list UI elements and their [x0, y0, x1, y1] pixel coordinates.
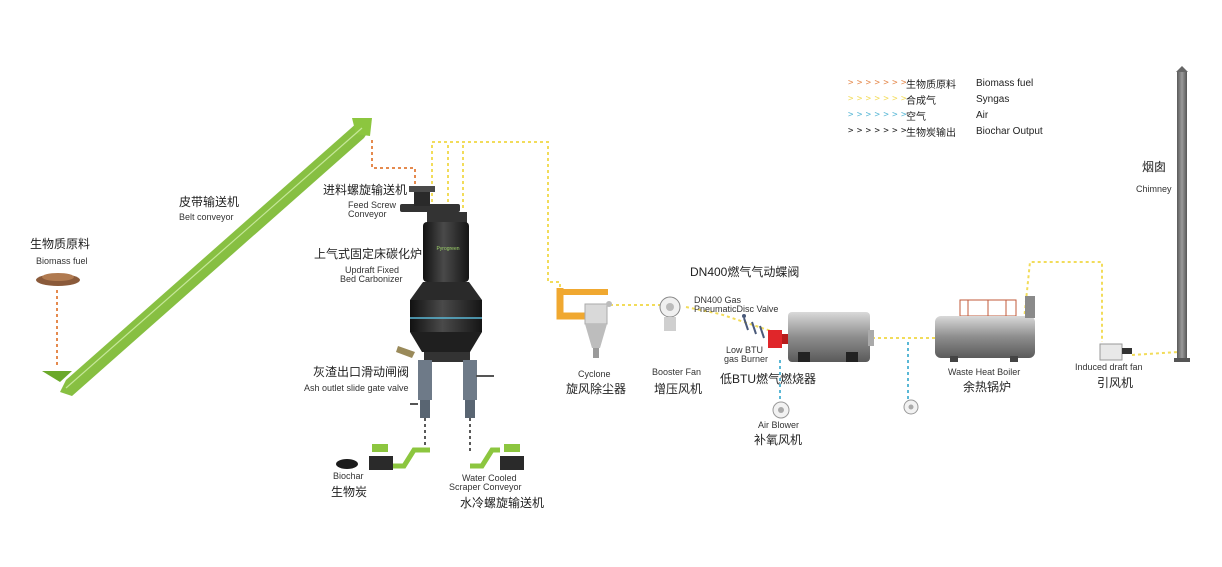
cyclone-label-zh: 旋风除尘器 [566, 382, 627, 396]
feed-hopper-icon [42, 371, 72, 382]
legend-item-air: > > > > > > > 空气 Air [848, 108, 989, 123]
legend-arrows-syngas: > > > > > > > [848, 94, 906, 104]
legend-item-biomass: > > > > > > > 生物质原料 Biomass fuel [848, 76, 1034, 91]
burner-label-en-2: gas Burner [724, 354, 769, 364]
boiler-label-zh: 余热锅炉 [963, 380, 1012, 394]
feed-screw-label-zh: 进料螺旋输送机 [323, 183, 408, 197]
legend-item-biochar: > > > > > > > 生物炭输出 Biochar Output [848, 124, 1043, 139]
induced-draft-fan-icon [1099, 343, 1132, 361]
chimney-icon [1174, 66, 1190, 362]
burner-label-zh: 低BTU燃气燃烧器 [720, 372, 817, 386]
cyclone-label-en: Cyclone [578, 369, 611, 379]
air-blower-icon [772, 401, 790, 419]
legend-label-en: Air [976, 109, 989, 121]
burner-label-en-1: Low BTU [726, 345, 764, 355]
valve-label-zh: DN400燃气气动蝶阀 [690, 265, 800, 279]
carbonizer-label-en-2: Bed Carbonizer [340, 274, 403, 284]
belt-conveyor-icon [60, 118, 372, 396]
carbonizer-brand-text: Pyrogreen [436, 246, 459, 252]
air-flow-lines [779, 342, 909, 402]
carbonizer-label-zh: 上气式固定床碳化炉 [314, 247, 423, 261]
valve-label-en-1: DN400 Gas [694, 295, 742, 305]
biochar-pile-icon [336, 459, 358, 469]
scraper-label-en-2: Scraper Conveyor [449, 482, 522, 492]
chimney-label-zh: 烟囱 [1142, 160, 1167, 174]
carbonizer-icon: Pyrogreen [396, 212, 494, 418]
scraper-label-en-1: Water Cooled [462, 473, 517, 483]
biomass-flow-lines [56, 140, 416, 368]
chimney-label-en: Chimney [1136, 184, 1172, 194]
biochar-label-en: Biochar [333, 471, 364, 481]
belt-conveyor-label-zh: 皮带输送机 [179, 195, 240, 209]
legend-label-en: Biomass fuel [976, 77, 1034, 89]
belt-conveyor-label-en: Belt conveyor [179, 212, 234, 222]
ash-valve-label-en: Ash outlet slide gate valve [304, 383, 409, 393]
boiler-label-en: Waste Heat Boiler [948, 367, 1021, 377]
legend-label-zh: 生物质原料 [906, 79, 956, 91]
legend-label-zh: 生物炭输出 [906, 127, 956, 139]
legend-item-syngas: > > > > > > > 合成气 Syngas [848, 92, 1010, 107]
secondary-air-fan-icon [903, 399, 919, 415]
air-blower-label-en: Air Blower [758, 420, 800, 430]
legend-arrows-biomass: > > > > > > > [848, 78, 906, 88]
induced-fan-label-en: Induced draft fan [1075, 362, 1143, 372]
biochar-conveyor-icon [369, 444, 430, 470]
legend-arrows-air: > > > > > > > [848, 110, 906, 120]
valve-label-en-2: PneumaticDisc Valve [694, 304, 779, 314]
legend-label-en: Syngas [976, 93, 1010, 105]
waste-heat-boiler-icon [935, 296, 1035, 362]
booster-fan-label-en: Booster Fan [652, 367, 702, 377]
pneumatic-valve-icon [742, 314, 765, 339]
biochar-label-zh: 生物炭 [331, 485, 368, 499]
biomass-pile-icon [36, 273, 80, 286]
legend-label-en: Biochar Output [976, 125, 1043, 137]
booster-fan-icon [659, 296, 681, 331]
legend-label-zh: 合成气 [906, 95, 936, 107]
legend-arrows-biochar: > > > > > > > [848, 126, 906, 136]
cyclone-icon [556, 288, 612, 358]
carbonizer-label-en-1: Updraft Fixed [345, 265, 400, 275]
induced-fan-label-zh: 引风机 [1097, 376, 1134, 390]
scraper-label-zh: 水冷螺旋输送机 [460, 496, 545, 510]
biomass-label-zh: 生物质原料 [30, 237, 91, 251]
low-btu-burner-icon [768, 312, 874, 362]
air-blower-label-zh: 补氧风机 [754, 433, 803, 447]
feed-screw-label-en-2: Conveyor [348, 209, 387, 219]
feed-screw-conveyor-icon [400, 186, 460, 212]
booster-fan-label-zh: 增压风机 [654, 382, 703, 396]
biomass-label-en: Biomass fuel [36, 256, 88, 266]
water-cooled-scraper-conveyor-icon [470, 444, 524, 470]
feed-screw-label-en-1: Feed Screw [348, 200, 397, 210]
ash-valve-label-zh: 灰渣出口滑动闸阀 [313, 365, 410, 379]
biochar-flow-lines [424, 418, 471, 452]
legend-label-zh: 空气 [906, 111, 926, 123]
syngas-flow-lines [431, 141, 1179, 356]
